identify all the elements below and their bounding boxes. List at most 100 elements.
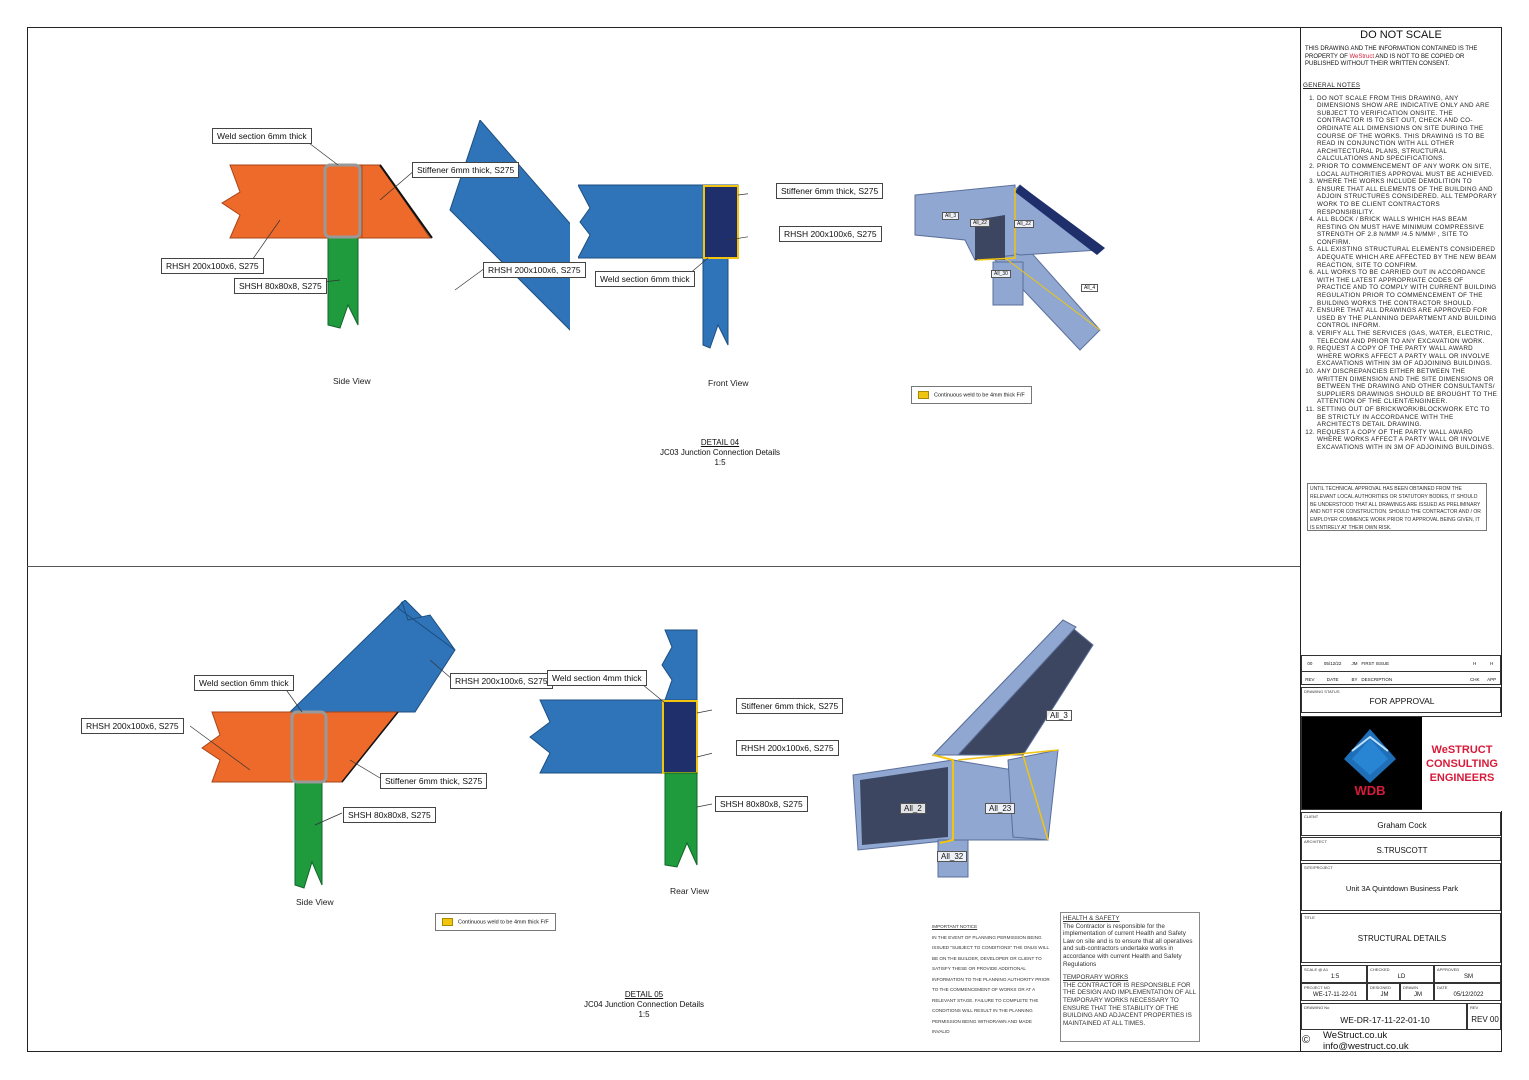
detail05-rear-stiffener-callout: Stiffener 6mm thick, S275	[736, 698, 844, 714]
site-name: Unit 3A Quintdown Business Park	[1345, 884, 1459, 893]
revision-value: REV 00	[1471, 1015, 1499, 1024]
detail04-side-stiffener-edge	[379, 164, 433, 239]
detail05-rear-rhsh-callout: RHSH 200x100x6, S275	[736, 740, 839, 756]
general-note: ALL WORKS TO BE CARRIED OUT IN ACCORDANC…	[1317, 269, 1498, 307]
detail04-rhsh-right-callout: RHSH 200x100x6, S275	[483, 262, 586, 278]
detail04-iso-label-4: All_30	[991, 270, 1011, 278]
detail04-side-view-drawing	[221, 120, 570, 331]
general-note: REQUEST A COPY OF THE PARTY WALL AWARD W…	[1317, 429, 1498, 452]
general-note: ENSURE THAT ALL DRAWINGS ARE APPROVED FO…	[1317, 307, 1498, 330]
important-notice-text: IN THE EVENT OF PLANNING PERMISSION BEIN…	[932, 934, 1050, 1035]
drawing-frame	[27, 27, 1502, 1052]
detail04-side-weld-section	[323, 163, 362, 239]
designed-cell: DESIGNED JM	[1367, 983, 1400, 1001]
detail05-rear-post	[664, 772, 698, 868]
drawing-title: STRUCTURAL DETAILS	[1357, 934, 1447, 943]
date-cell: DATE 05/12/2022	[1434, 983, 1501, 1001]
detail05-stiffener-callout: Stiffener 6mm thick, S275	[380, 773, 488, 789]
detail05-title: DETAIL 05	[624, 990, 664, 999]
email-link[interactable]: info@westruct.co.uk	[1323, 1041, 1409, 1052]
detail04-iso-dark-face	[1015, 185, 1105, 255]
detail04-front-view-label: Front View	[708, 378, 749, 388]
detail05-weld-callout: Weld section 6mm thick	[194, 675, 294, 691]
weld-swatch	[442, 918, 453, 926]
client-box: CLIENT Graham Cock	[1301, 812, 1501, 836]
detail04-stiffener-callout: Stiffener 6mm thick, S275	[412, 162, 520, 178]
detail04-title: DETAIL 04	[700, 438, 740, 447]
detail05-shsh-callout: SHSH 80x80x8, S275	[343, 807, 436, 823]
health-safety-box: HEALTH & SAFETY The Contractor is respon…	[1060, 912, 1200, 1042]
revision-row: 00 05/12/22 JM FIRST ISSUE H H	[1302, 656, 1500, 672]
detail05-weld-legend: Continuous weld to be 4mm thick F/F	[435, 913, 556, 931]
detail04-front-stiffener-callout: Stiffener 6mm thick, S275	[776, 183, 884, 199]
company-inline: WeStruct	[1349, 53, 1375, 60]
detail05-rear-weld-callout: Weld section 4mm thick	[547, 670, 647, 686]
revision-header: REV DATE BY DESCRIPTION CHK APP	[1305, 676, 1497, 682]
architect-name: S.TRUSCOTT	[1376, 846, 1428, 855]
detail04-subtitle: JC03 Junction Connection Details	[659, 448, 781, 457]
detail05-iso-label-1: All_3	[1046, 710, 1072, 721]
general-notes: GENERAL NOTES DO NOT SCALE FROM THIS DRA…	[1303, 82, 1498, 472]
important-notice: IMPORTANT NOTICE IN THE EVENT OF PLANNIN…	[932, 922, 1050, 1038]
detail04-side-stiffener	[361, 164, 431, 239]
project-cell: PROJECT NO WE-17-11-22-01	[1301, 983, 1367, 1001]
logo-text: WDB	[1354, 783, 1385, 798]
detail05-side-view-drawing	[190, 600, 456, 889]
scale-cell: SCALE @ A1 1:5	[1301, 965, 1367, 983]
detail05-iso-label-2: All_2	[900, 803, 926, 814]
detail04-iso-label-2: All_22	[970, 219, 990, 227]
temporary-works-heading: TEMPORARY WORKS	[1063, 974, 1129, 982]
detail04-rhsh-left-callout: RHSH 200x100x6, S275	[161, 258, 264, 274]
general-note: ALL EXISTING STRUCTURAL ELEMENTS CONSIDE…	[1317, 246, 1498, 269]
general-notes-list: DO NOT SCALE FROM THIS DRAWING, ANY DIME…	[1303, 95, 1498, 452]
general-note: ANY DISCREPANCIES EITHER BETWEEN THE WRI…	[1317, 368, 1498, 406]
copyright-notice: THIS DRAWING AND THE INFORMATION CONTAIN…	[1305, 46, 1478, 67]
temporary-works-text: THE CONTRACTOR IS RESPONSIBLE FOR THE DE…	[1063, 981, 1196, 1027]
general-note: VERIFY ALL THE SERVICES (GAS, WATER, ELE…	[1317, 330, 1498, 345]
drawing-status-box: DRAWING STATUS FOR APPROVAL	[1301, 687, 1501, 713]
detail04-weld-callout: Weld section 6mm thick	[212, 128, 312, 144]
general-note: ALL BLOCK / BRICK WALLS WHICH HAS BEAM R…	[1317, 216, 1498, 246]
approval-note: UNTIL TECHNICAL APPROVAL HAS BEEN OBTAIN…	[1307, 483, 1487, 531]
detail04-scale: 1:5	[714, 458, 726, 467]
detail04-iso-label-1: All_3	[942, 212, 960, 220]
detail04-front-view-drawing	[578, 184, 748, 349]
checked-cell: CHECKED LD	[1367, 965, 1434, 983]
health-safety-text: The Contractor is responsible for the im…	[1063, 922, 1193, 968]
copyright-icon: ©	[1302, 1034, 1311, 1046]
detail04-title-block: DETAIL 04 JC03 Junction Connection Detai…	[650, 438, 790, 468]
drawing-status: FOR APPROVAL	[1369, 696, 1435, 706]
detail04-side-post	[327, 237, 359, 329]
detail04-front-post	[702, 257, 729, 349]
general-note: SETTING OUT OF BRICKWORK/BLOCKWORK ETC T…	[1317, 406, 1498, 429]
detail05-subtitle: JC04 Junction Connection Details	[583, 1000, 705, 1009]
detail04-shsh-callout: SHSH 80x80x8, S275	[234, 278, 327, 294]
company-name: WeSTRUCT CONSULTING ENGINEERS	[1422, 717, 1502, 811]
detail04-iso-label-5: All_4	[1081, 284, 1099, 292]
title-block-column	[1300, 27, 1502, 1052]
detail05-side-weld-section	[290, 710, 328, 784]
general-notes-heading: GENERAL NOTES	[1303, 82, 1361, 89]
detail04-weld-legend: Continuous weld to be 4mm thick F/F	[911, 386, 1032, 404]
logo-block: WDB WeSTRUCT CONSULTING ENGINEERS	[1301, 716, 1502, 811]
revision-table: 00 05/12/22 JM FIRST ISSUE H H REV DATE …	[1301, 655, 1501, 685]
detail05-rear-view-drawing	[529, 629, 712, 868]
detail05-iso-label-4: All_32	[937, 851, 968, 862]
detail04-side-diagonal-member	[449, 120, 570, 331]
detail05-rear-top-post	[661, 629, 698, 701]
detail04-isometric-drawing	[914, 184, 1105, 351]
website-link[interactable]: WeStruct.co.uk	[1323, 1030, 1388, 1041]
contact-info: WeStruct.co.uk info@westruct.co.uk	[1323, 1030, 1409, 1052]
title-box: TITLE STRUCTURAL DETAILS	[1301, 913, 1501, 963]
health-safety-heading: HEALTH & SAFETY	[1063, 915, 1120, 922]
detail05-rear-shsh-callout: SHSH 80x80x8, S275	[715, 796, 808, 812]
weld-swatch	[918, 391, 929, 399]
detail04-iso-label-3: All_22	[1014, 220, 1034, 228]
detail05-rhsh-left-callout: RHSH 200x100x6, S275	[81, 718, 184, 734]
general-note: PRIOR TO COMMENCEMENT OF ANY WORK ON SIT…	[1317, 163, 1498, 178]
detail04-front-stiffener	[703, 185, 739, 259]
detail05-iso-diagonal-light	[931, 619, 1077, 756]
revision-cell: REV REV 00	[1467, 1003, 1501, 1030]
client-name: Graham Cock	[1377, 821, 1427, 830]
detail05-scale: 1:5	[638, 1010, 650, 1019]
